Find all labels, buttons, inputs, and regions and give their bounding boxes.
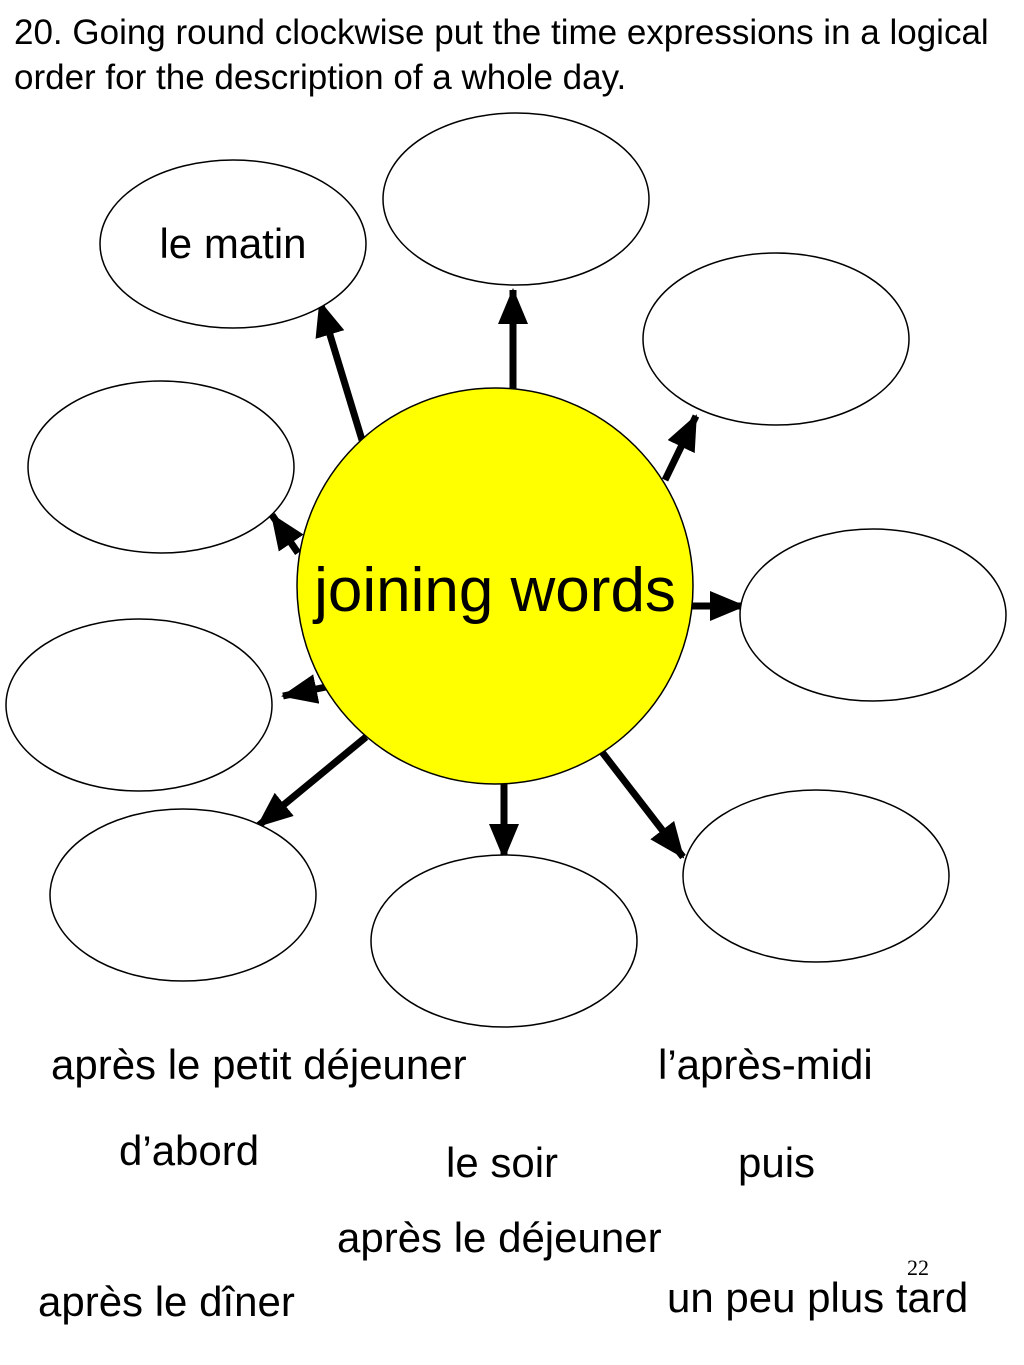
arrows bbox=[255, 288, 746, 860]
word-bank-item: après le dîner bbox=[38, 1278, 295, 1325]
bubbles bbox=[5, 112, 1007, 1028]
bubble-4 bbox=[739, 528, 1007, 702]
page-number: 22 bbox=[907, 1255, 929, 1280]
word-bank-item: le soir bbox=[446, 1139, 559, 1186]
bubble-6 bbox=[370, 854, 638, 1028]
word-bank-item: après le déjeuner bbox=[337, 1214, 662, 1261]
center-circle bbox=[296, 387, 694, 785]
bubble-8 bbox=[5, 618, 273, 792]
word-bank-item: d’abord bbox=[119, 1127, 260, 1174]
arrow-to-bubble-8 bbox=[281, 674, 327, 704]
arrow-to-bubble-7 bbox=[255, 734, 369, 829]
bubble-3 bbox=[642, 252, 910, 426]
center-label: joining words bbox=[312, 556, 676, 625]
word-bank-item: l’après-midi bbox=[658, 1041, 873, 1088]
word-bank-item: un peu plus tard bbox=[667, 1274, 969, 1321]
bubble-1 bbox=[99, 159, 367, 329]
word-bank-item: puis bbox=[738, 1139, 816, 1186]
bubble-5 bbox=[682, 789, 950, 963]
bubble-1-label: le matin bbox=[159, 220, 306, 267]
bubble-9 bbox=[27, 380, 295, 554]
arrow-to-bubble-5 bbox=[599, 749, 686, 860]
arrow-to-bubble-3 bbox=[661, 414, 700, 482]
bubble-7 bbox=[49, 808, 317, 982]
arrow-to-bubble-9 bbox=[269, 513, 304, 555]
instruction-text: 20. Going round clockwise put the time e… bbox=[14, 13, 989, 97]
bubble-2 bbox=[382, 112, 650, 286]
arrow-to-bubble-1 bbox=[315, 300, 366, 442]
word-bank-item: après le petit déjeuner bbox=[51, 1041, 467, 1088]
